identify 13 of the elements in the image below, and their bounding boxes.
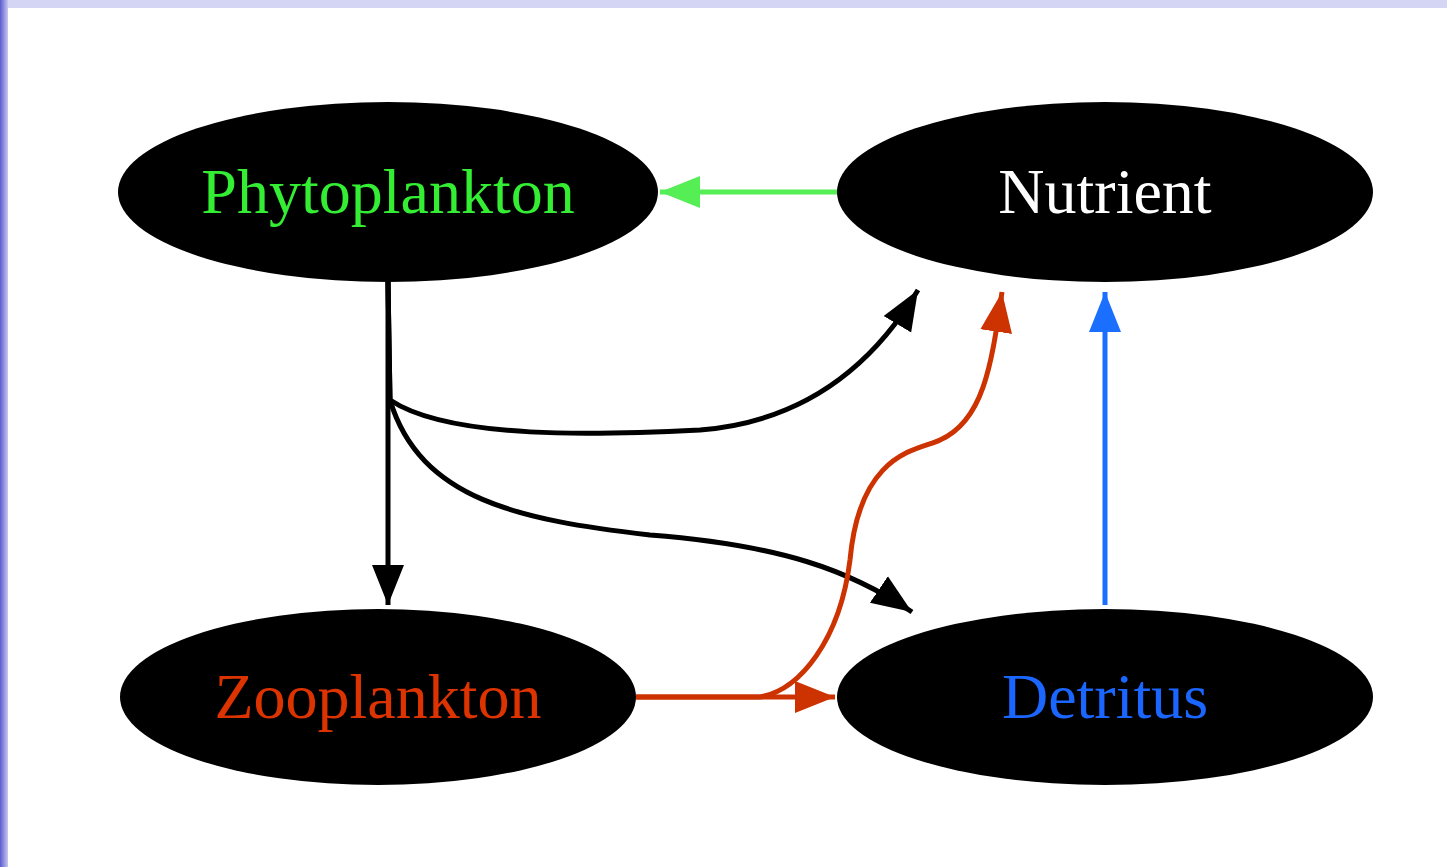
ellipse-node — [837, 609, 1373, 785]
arrow — [636, 291, 1013, 700]
ellipse-node — [118, 102, 658, 282]
arrow — [385, 281, 914, 615]
node-label: Phytoplankton — [201, 155, 575, 229]
arrow — [372, 282, 404, 605]
arrow — [660, 176, 838, 208]
ellipse-node — [120, 609, 636, 785]
node-label: Detritus — [1001, 660, 1209, 734]
node-label: Zooplankton — [214, 660, 542, 734]
node-label: Nutrient — [998, 155, 1212, 229]
ellipse-node — [837, 102, 1373, 282]
arrow — [1089, 292, 1121, 605]
